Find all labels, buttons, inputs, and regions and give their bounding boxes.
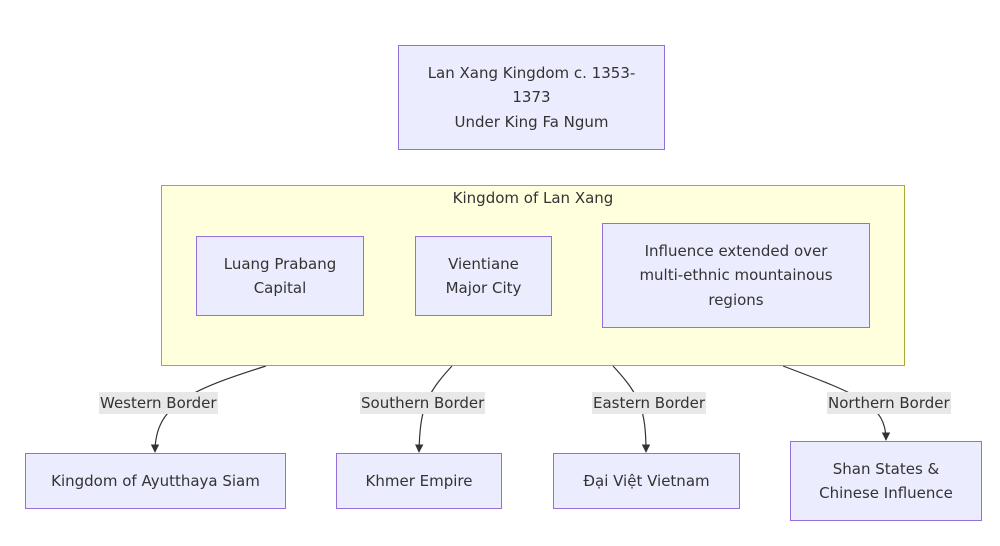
top-node-line-3: Under King Fa Ngum (454, 112, 609, 131)
top-node-line-1: Lan Xang Kingdom c. 1353- (427, 63, 636, 82)
node-text: Chinese Influence (819, 484, 953, 502)
node-text: Major City (445, 279, 522, 297)
node-influence: Influence extended over multi-ethnic mou… (602, 223, 870, 328)
node-dai-viet: Đại Việt Vietnam (553, 453, 740, 509)
node-luang-prabang: Luang Prabang Capital (196, 236, 364, 316)
node-text: Kingdom of Ayutthaya Siam (51, 471, 260, 490)
top-node: Lan Xang Kingdom c. 1353- 1373 Under Kin… (398, 45, 665, 150)
edge-label-eastern: Eastern Border (592, 392, 707, 414)
node-text: regions (708, 290, 764, 309)
node-text: Shan States & (832, 459, 940, 478)
node-text: multi-ethnic mountainous (639, 266, 833, 285)
edge-label-southern: Southern Border (360, 392, 486, 414)
node-text: Luang Prabang (223, 254, 337, 273)
node-khmer: Khmer Empire (336, 453, 502, 509)
node-ayutthaya: Kingdom of Ayutthaya Siam (25, 453, 286, 509)
edge-label-northern: Northern Border (827, 392, 951, 414)
node-text: Influence extended over (644, 241, 828, 260)
node-text: Vientiane (448, 254, 519, 273)
node-text: Khmer Empire (365, 471, 473, 490)
edge-label-western: Western Border (99, 392, 218, 414)
top-node-line-2: 1373 (512, 88, 551, 107)
cluster-title: Kingdom of Lan Xang (452, 189, 614, 207)
node-vientiane: Vientiane Major City (415, 236, 552, 316)
node-text: Capital (253, 279, 307, 297)
node-shan-states: Shan States & Chinese Influence (790, 441, 982, 521)
node-text: Đại Việt Vietnam (583, 471, 710, 490)
